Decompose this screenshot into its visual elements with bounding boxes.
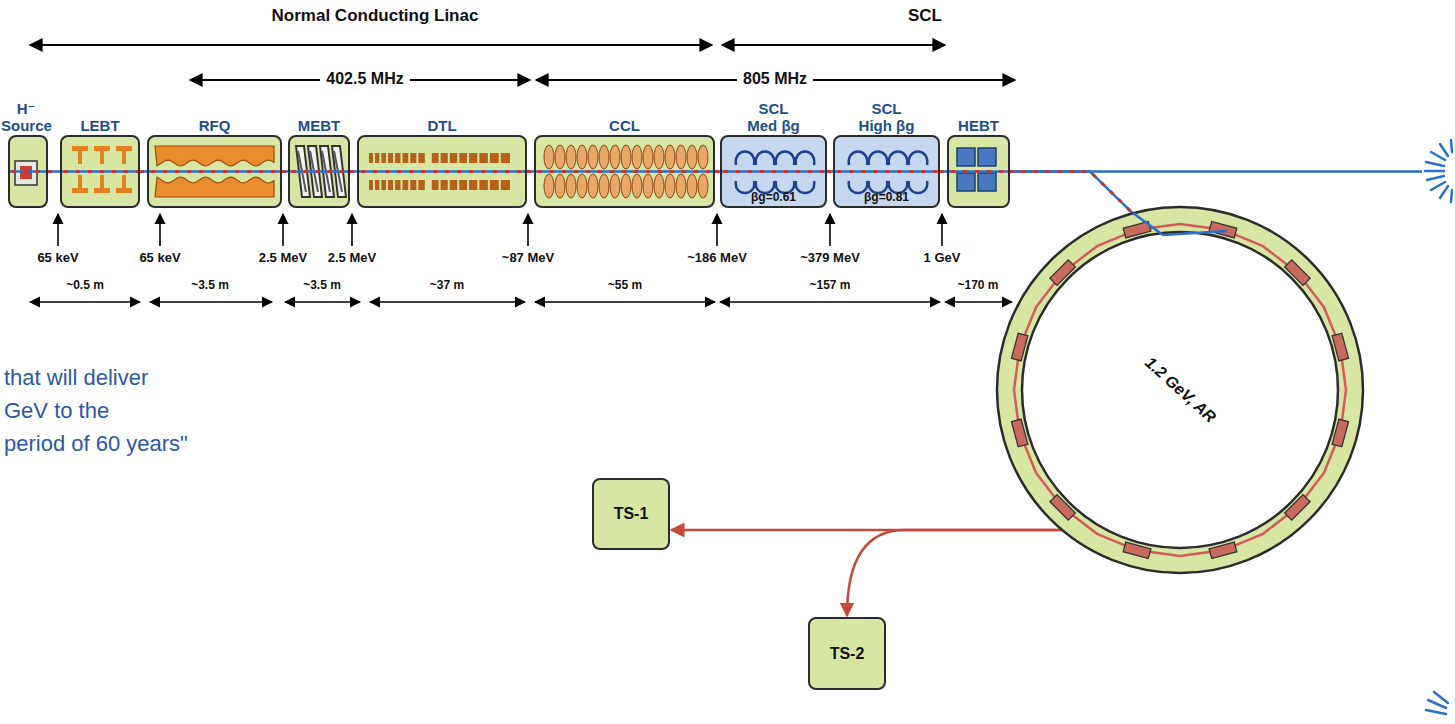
section-name: MEBT (284, 118, 354, 135)
span-arrows (30, 45, 1015, 80)
energy-label: 1 GeV (924, 250, 961, 265)
section-illustration (536, 137, 713, 206)
station-name: TS-1 (614, 505, 649, 523)
transport-line (847, 530, 1062, 616)
length-label: ~3.5 m (191, 278, 229, 292)
section-illustration (359, 137, 525, 206)
target-burst (1425, 140, 1452, 202)
accelerator-section-box: H⁻ Source (8, 135, 48, 208)
accelerator-section-box: SCL High βgβg=0.81 (833, 135, 940, 208)
beam-line (350, 171, 357, 172)
length-label: ~170 m (957, 278, 998, 292)
accelerator-section-box: CCL (534, 135, 715, 208)
energy-label: 65 keV (37, 250, 78, 265)
length-label: ~55 m (608, 278, 642, 292)
section-span-label: Normal Conducting Linac (272, 6, 479, 26)
section-name: SCL Med βg (745, 101, 803, 134)
beam-line (1010, 172, 1133, 214)
accumulator-ring: 1.2 GeV, AR (995, 205, 1365, 575)
section-illustration (62, 137, 138, 206)
length-arrows (30, 301, 1012, 303)
energy-label: 2.5 MeV (328, 250, 376, 265)
target-station-box: TS-1 (592, 478, 670, 550)
beta-value: βg=0.61 (722, 190, 825, 204)
beta-value: βg=0.81 (835, 190, 938, 204)
quote-text: that will deliver (4, 365, 148, 391)
section-illustration (949, 137, 1008, 206)
beam-line (140, 171, 147, 172)
length-label: ~37 m (430, 278, 464, 292)
section-span-label: 402.5 MHz (320, 70, 409, 88)
section-span-label: SCL (908, 6, 942, 26)
energy-label: ~186 MeV (687, 250, 747, 265)
target-burst (1426, 692, 1448, 714)
length-label: ~0.5 m (66, 278, 104, 292)
energy-label: ~379 MeV (800, 250, 860, 265)
section-name: H⁻ Source (1, 101, 51, 134)
accelerator-section-box: SCL Med βgβg=0.61 (720, 135, 827, 208)
accelerator-section-box: DTL (357, 135, 527, 208)
length-label: ~157 m (809, 278, 850, 292)
energy-label: 65 keV (139, 250, 180, 265)
length-label: ~3.5 m (303, 278, 341, 292)
accelerator-section-box: RFQ (147, 135, 282, 208)
section-illustration (10, 137, 46, 206)
quote-text: GeV to the (4, 398, 109, 424)
energy-arrows (58, 214, 942, 246)
section-illustration (290, 137, 348, 206)
accelerator-section-box: LEBT (60, 135, 140, 208)
section-illustration (149, 137, 280, 206)
beam-line (940, 171, 947, 172)
energy-label: 2.5 MeV (259, 250, 307, 265)
station-name: TS-2 (830, 645, 865, 663)
section-name: RFQ (180, 118, 250, 135)
section-span-label: 805 MHz (737, 70, 813, 88)
quote-text: period of 60 years" (4, 431, 188, 457)
section-name: CCL (590, 118, 660, 135)
energy-label: ~87 MeV (502, 250, 554, 265)
target-station-box: TS-2 (808, 617, 886, 690)
accelerator-section-box: HEBT (947, 135, 1010, 208)
section-name: LEBT (65, 118, 135, 135)
section-name: DTL (407, 118, 477, 135)
beam-line (527, 171, 534, 172)
section-name: HEBT (944, 118, 1014, 135)
beam-line (48, 171, 60, 172)
section-name: SCL High βg (858, 101, 916, 134)
accelerator-section-box: MEBT (288, 135, 350, 208)
